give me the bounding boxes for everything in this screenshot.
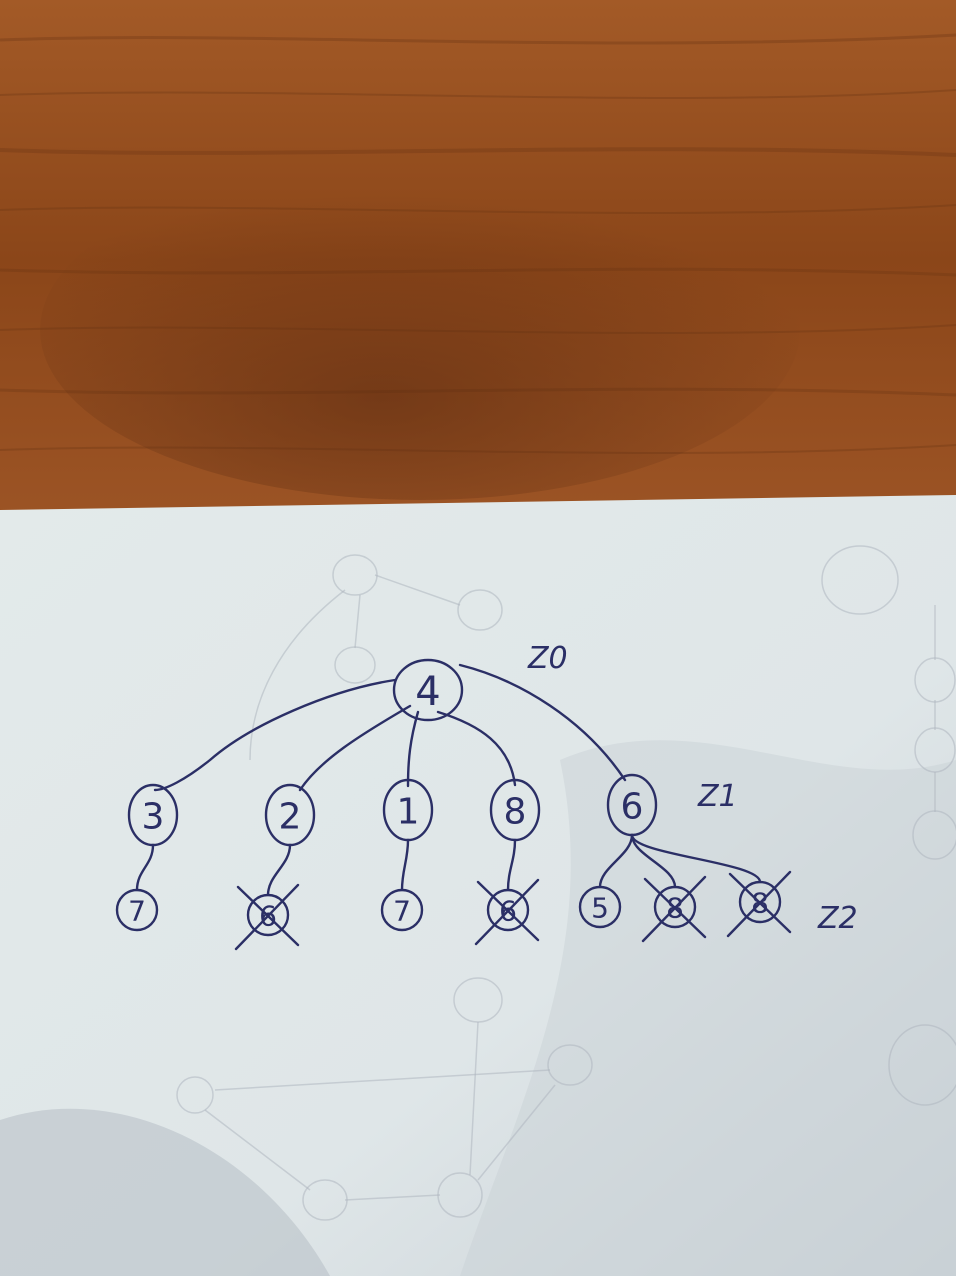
tree-node-level2-label: 7 <box>393 895 411 928</box>
tree-node-level1 <box>382 778 434 842</box>
level-label-two: Z2 <box>817 901 858 936</box>
cross-out-mark <box>234 883 300 951</box>
hand-shadow <box>0 1108 330 1276</box>
tree-node-root <box>392 658 464 722</box>
tree-node-level1-label: 6 <box>621 787 644 828</box>
tree-edges <box>135 663 762 897</box>
tree-node-level1-label: 3 <box>142 797 165 838</box>
tree-edge-level2 <box>506 838 517 892</box>
paper-shadow <box>460 740 956 1276</box>
level-label-root: Z0 <box>527 641 568 676</box>
level-label-one: Z1 <box>697 779 738 814</box>
tree-node-level1 <box>489 778 541 842</box>
tree-node-level1 <box>606 773 658 837</box>
tree-node-level2 <box>653 885 697 929</box>
tree-edge-root-3 <box>436 710 517 787</box>
tree-node-level2 <box>578 885 622 929</box>
tree-node-level2 <box>486 888 530 932</box>
tree-edge-level2 <box>630 833 762 884</box>
tree-node-level1 <box>264 783 316 847</box>
wood-shadow <box>40 160 800 500</box>
tree-node-level2-label: 5 <box>591 892 609 925</box>
cross-out-mark <box>641 875 707 943</box>
tree-edge-level2 <box>630 833 677 889</box>
tree-node-level2 <box>738 880 782 924</box>
tree-edge-level2 <box>135 843 155 892</box>
tree-edge-root-1 <box>298 704 412 792</box>
tree-edge-level2 <box>400 838 410 892</box>
tree-edge-root-4 <box>458 663 627 782</box>
tree-node-level2-label: 7 <box>128 895 146 928</box>
tree-node-level2 <box>246 893 290 937</box>
tree-node-level1-label: 2 <box>279 797 302 838</box>
tree-node-level2 <box>380 888 424 932</box>
bleed-through-graph <box>176 545 956 1221</box>
tree-node-level2 <box>115 888 159 932</box>
tree-node-level1-label: 8 <box>504 792 527 833</box>
tree-node-root-label: 4 <box>415 669 440 715</box>
tree-edge-level2 <box>266 843 292 897</box>
tree-node-level1 <box>127 783 179 847</box>
tree-node-level1-label: 1 <box>397 792 420 833</box>
tree-edge-level2 <box>598 833 634 889</box>
cross-out-mark <box>474 878 540 946</box>
cross-out-mark <box>726 870 792 938</box>
tree-edge-root-0 <box>153 678 397 792</box>
